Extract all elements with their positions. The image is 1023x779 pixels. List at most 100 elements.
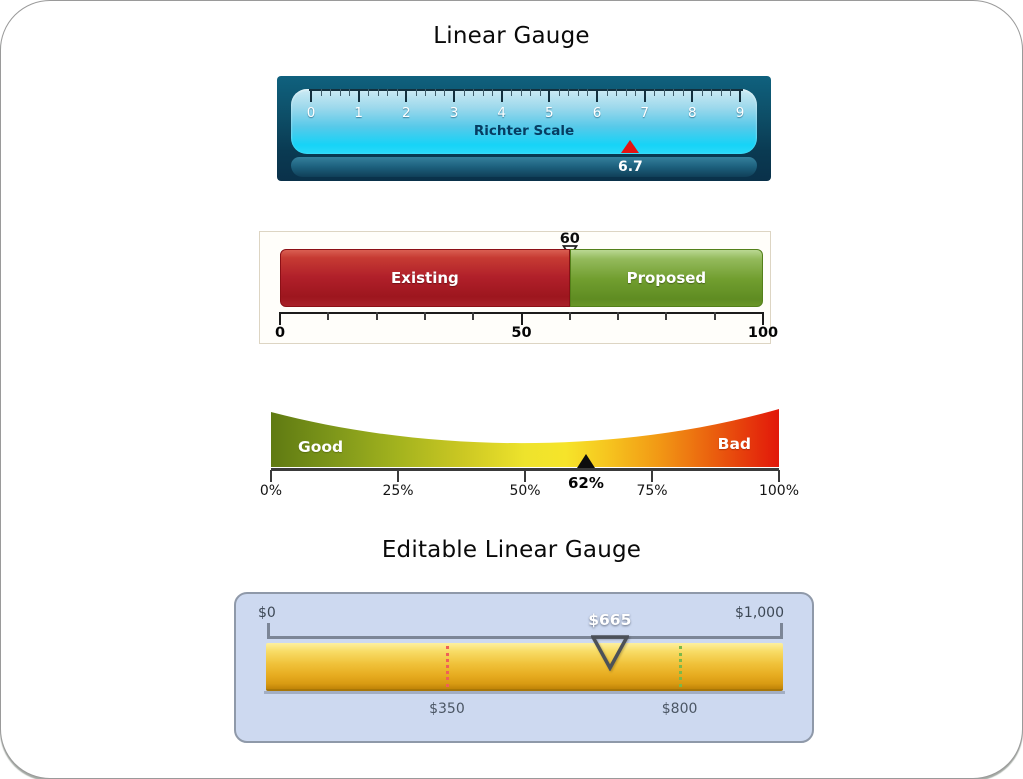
richter-minor-tick (425, 89, 427, 96)
gradient-gauge-tick (651, 470, 653, 482)
richter-tick-label: 0 (306, 105, 316, 121)
richter-tick-label: 4 (497, 105, 506, 121)
richter-minor-tick (520, 89, 522, 96)
richter-tick-label: 9 (735, 105, 745, 121)
gradient-gauge-tick-label: 25% (382, 483, 414, 499)
richter-minor-tick (463, 89, 465, 96)
page-title: Linear Gauge (433, 23, 590, 49)
comparison-minor-tick (327, 312, 330, 320)
richter-minor-tick (577, 89, 579, 96)
comparison-marker-value: 60 (559, 231, 580, 247)
richter-footer: 6.7 (291, 157, 757, 177)
richter-minor-tick (711, 89, 713, 96)
richter-tick-label: 6 (592, 105, 602, 121)
comparison-axis-label: 0 (274, 325, 286, 341)
richter-minor-tick (568, 89, 570, 96)
gradient-gauge-tick-label: 50% (509, 483, 541, 499)
comparison-major-tick (279, 312, 281, 325)
richter-major-tick (500, 89, 503, 102)
scale-end-left (267, 623, 270, 637)
marker-label-350: $350 (429, 701, 465, 717)
richter-major-tick (357, 89, 360, 102)
richter-minor-tick (682, 89, 684, 96)
editable-drag-handle[interactable] (589, 635, 630, 672)
richter-value: 6.7 (617, 159, 643, 175)
richter-tick-label: 8 (688, 105, 697, 121)
editable-gauge: $0 $1,000 $665 $350 $800 (234, 592, 814, 743)
richter-minor-tick (587, 89, 589, 96)
richter-minor-tick (473, 89, 475, 96)
comparison-minor-tick (665, 312, 668, 320)
editable-max-label: $1,000 (735, 605, 784, 621)
richter-minor-tick (730, 89, 732, 96)
richter-minor-tick (434, 89, 436, 96)
richter-minor-tick (368, 89, 370, 96)
comparison-minor-tick (472, 312, 475, 320)
editable-current-value: $665 (588, 611, 632, 629)
gradient-gauge-tick-label: 100% (758, 483, 800, 499)
gradient-gauge-tick (397, 470, 399, 482)
comparison-major-tick (762, 312, 764, 325)
richter-major-tick (691, 89, 694, 102)
gradient-gauge-marker-icon (576, 454, 595, 468)
gradient-gauge-tick-label: 75% (636, 483, 668, 499)
richter-major-tick (548, 89, 551, 102)
richter-minor-tick (415, 89, 417, 96)
good-label: Good (298, 438, 344, 456)
comparison-axis-label: 100 (747, 325, 779, 341)
richter-tick-label: 1 (354, 105, 363, 121)
editable-min-label: $0 (258, 605, 276, 621)
richter-minor-tick (492, 89, 494, 96)
bad-label: Bad (717, 435, 751, 453)
richter-tick-label: 5 (545, 105, 554, 121)
gradient-gauge-axis (271, 468, 779, 471)
richter-minor-tick (616, 89, 618, 96)
richter-minor-tick (720, 89, 722, 96)
richter-major-tick (596, 89, 598, 102)
comparison-major-tick (520, 312, 523, 325)
segment-proposed-label: Proposed (626, 269, 707, 287)
comparison-minor-tick (617, 312, 620, 320)
editable-scale-line (267, 636, 783, 639)
gradient-gauge-tick (270, 470, 272, 482)
richter-minor-tick (625, 89, 627, 96)
richter-major-tick (643, 89, 646, 102)
gradient-gauge-value: 62% (568, 474, 604, 492)
richter-minor-tick (349, 89, 351, 96)
richter-minor-tick (539, 89, 541, 96)
gradient-gauge: Good Bad 62% 0%25%50%75%100% (260, 409, 799, 509)
comparison-minor-tick (713, 312, 716, 320)
richter-major-tick (310, 89, 312, 102)
gradient-band (271, 409, 779, 467)
richter-major-tick (405, 89, 408, 102)
richter-minor-tick (663, 89, 665, 96)
bar-shadow-line (264, 691, 785, 694)
marker-line-800 (678, 646, 682, 687)
richter-minor-tick (635, 89, 637, 96)
richter-minor-tick (530, 89, 532, 96)
richter-minor-tick (377, 89, 379, 96)
richter-scale-label: Richter Scale (473, 123, 575, 139)
segment-existing: Existing (280, 249, 570, 307)
marker-line-350 (445, 646, 449, 687)
editable-section-title: Editable Linear Gauge (381, 537, 642, 563)
richter-minor-tick (606, 89, 608, 96)
richter-major-tick (739, 89, 741, 102)
comparison-gauge: 60 Existing Proposed 0 50 100 (259, 231, 778, 344)
richter-minor-tick (330, 89, 332, 96)
gradient-gauge-tick (778, 470, 780, 482)
richter-tick-label: 3 (449, 105, 459, 121)
segment-proposed: Proposed (569, 249, 763, 307)
richter-minor-tick (320, 89, 322, 96)
richter-tick-label: 2 (402, 105, 411, 121)
richter-minor-tick (396, 89, 398, 96)
comparison-axis-label: 50 (511, 325, 532, 341)
marker-label-800: $800 (661, 701, 698, 717)
richter-minor-tick (673, 89, 675, 96)
richter-minor-tick (387, 89, 389, 96)
richter-minor-tick (558, 89, 560, 96)
editable-value-bar[interactable] (266, 643, 783, 691)
